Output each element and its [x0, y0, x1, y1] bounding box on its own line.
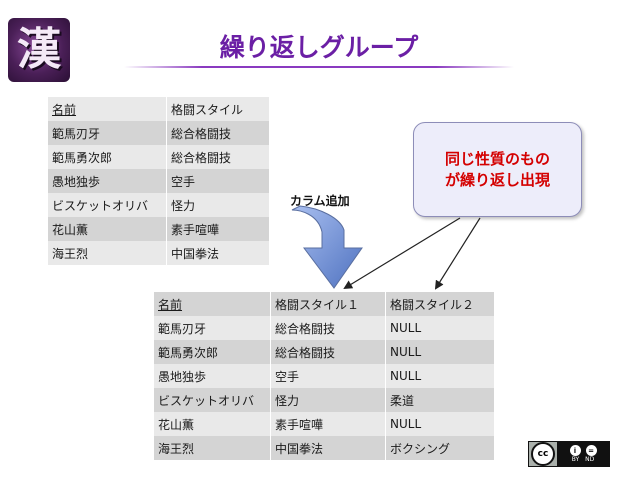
- table-row: ビスケットオリバ 怪力 柔道: [154, 388, 494, 412]
- table-row: 範馬刃牙 総合格闘技 NULL: [154, 316, 494, 340]
- column-header-style-1: 格闘スタイル１: [270, 292, 386, 316]
- table-row: 海王烈 中国拳法: [48, 241, 269, 265]
- cell-style-1: 総合格闘技: [270, 316, 386, 340]
- cell-style-1: 中国拳法: [270, 436, 386, 460]
- table-row: 範馬勇次郎 総合格闘技: [48, 145, 269, 169]
- cell-name: 愚地独歩: [154, 364, 271, 388]
- cell-style-1: 怪力: [270, 388, 386, 412]
- table-row: 愚地独歩 空手: [48, 169, 269, 193]
- title-underline: [124, 66, 514, 68]
- cell-style-1: 空手: [270, 364, 386, 388]
- cc-icon: cc: [531, 442, 555, 466]
- slide-title: 繰り返しグループ: [219, 33, 419, 62]
- table-row: 範馬勇次郎 総合格闘技 NULL: [154, 340, 494, 364]
- cell-name: 愚地独歩: [48, 169, 167, 193]
- attribution-icon: i: [569, 445, 581, 456]
- cell-name: 範馬刃牙: [154, 316, 271, 340]
- table-row: ビスケットオリバ 怪力: [48, 193, 269, 217]
- table-before: 名前 格闘スタイル 範馬刃牙 総合格闘技 範馬勇次郎 総合格闘技 愚地独歩 空手…: [48, 97, 269, 265]
- callout-line-1: 同じ性質のもの: [444, 149, 550, 168]
- table-row: 花山薫 素手喧嘩: [48, 217, 269, 241]
- add-column-arrow-shape: [291, 205, 363, 289]
- cell-name: 花山薫: [48, 217, 167, 241]
- cell-style-2: NULL: [385, 316, 494, 340]
- table-row: 花山薫 素手喧嘩 NULL: [154, 412, 494, 436]
- cell-style: 中国拳法: [166, 241, 269, 265]
- logo: 漢: [8, 18, 70, 82]
- cell-style: 素手喧嘩: [166, 217, 269, 241]
- cc-attributes: i = BY ND: [557, 442, 609, 466]
- no-derivatives-icon: =: [585, 445, 597, 456]
- table-row: 範馬刃牙 総合格闘技: [48, 121, 269, 145]
- table-after: 名前 格闘スタイル１ 格闘スタイル２ 範馬刃牙 総合格闘技 NULL 範馬勇次郎…: [154, 292, 494, 460]
- column-header-name: 名前: [48, 97, 167, 121]
- cell-style-2: ボクシング: [385, 436, 494, 460]
- column-header-name: 名前: [154, 292, 271, 316]
- cell-name: ビスケットオリバ: [154, 388, 271, 412]
- cell-name: 花山薫: [154, 412, 271, 436]
- cell-style: 総合格闘技: [166, 145, 269, 169]
- cell-name: 範馬勇次郎: [154, 340, 271, 364]
- cell-name: 範馬刃牙: [48, 121, 167, 145]
- cc-label-by: BY: [571, 456, 580, 463]
- table-header-row: 名前 格闘スタイル: [48, 97, 269, 121]
- pointer-line-style2: [434, 217, 481, 290]
- column-header-style-2: 格闘スタイル２: [385, 292, 494, 316]
- cell-name: 海王烈: [154, 436, 271, 460]
- cell-style: 怪力: [166, 193, 269, 217]
- cell-style-2: NULL: [385, 412, 494, 436]
- cell-style: 総合格闘技: [166, 121, 269, 145]
- column-header-style: 格闘スタイル: [166, 97, 269, 121]
- cc-license-badge[interactable]: cc i = BY ND: [528, 441, 610, 467]
- cell-name: 範馬勇次郎: [48, 145, 167, 169]
- cell-name: ビスケットオリバ: [48, 193, 167, 217]
- cell-style: 空手: [166, 169, 269, 193]
- table-header-row: 名前 格闘スタイル１ 格闘スタイル２: [154, 292, 494, 316]
- table-row: 愚地独歩 空手 NULL: [154, 364, 494, 388]
- cell-style-2: NULL: [385, 340, 494, 364]
- cell-style-1: 総合格闘技: [270, 340, 386, 364]
- table-row: 海王烈 中国拳法 ボクシング: [154, 436, 494, 460]
- callout-box: 同じ性質のもの が繰り返し出現: [413, 122, 582, 217]
- pointer-line-style1: [343, 217, 461, 290]
- cell-style-2: NULL: [385, 364, 494, 388]
- cc-label-nd: ND: [585, 456, 595, 463]
- callout-line-2: が繰り返し出現: [444, 170, 550, 189]
- cell-style-1: 素手喧嘩: [270, 412, 386, 436]
- cell-style-2: 柔道: [385, 388, 494, 412]
- cell-name: 海王烈: [48, 241, 167, 265]
- logo-glyph: 漢: [17, 24, 61, 75]
- add-column-label: カラム追加: [290, 194, 350, 208]
